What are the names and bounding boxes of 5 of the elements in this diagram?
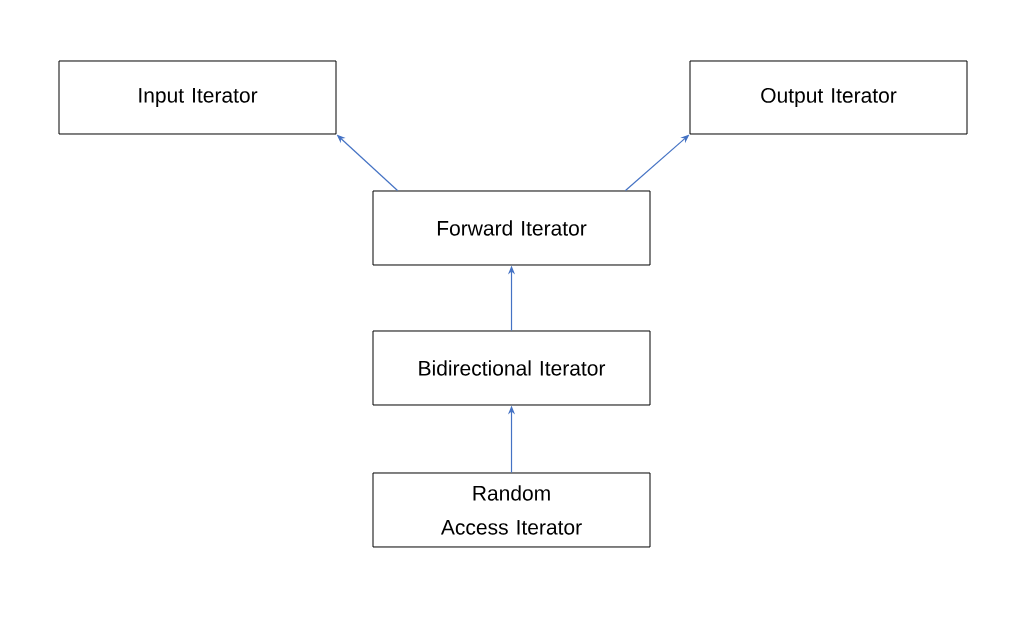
iterator-box: Bidirectional Iterator <box>372 330 651 406</box>
iterator-box: Forward Iterator <box>372 190 651 266</box>
iterator-box: Output Iterator <box>689 60 968 135</box>
iterator-box: Input Iterator <box>58 60 337 135</box>
iterator-box: Random Access Iterator <box>372 472 651 548</box>
